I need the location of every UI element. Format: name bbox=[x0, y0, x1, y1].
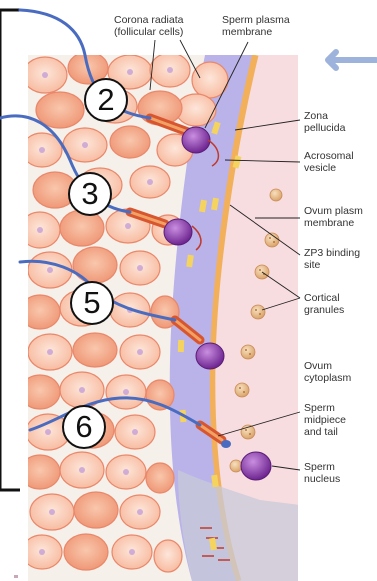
left-frame bbox=[0, 10, 20, 490]
step-marker-6: 6 bbox=[62, 405, 106, 449]
page-corner-mark bbox=[14, 575, 18, 578]
incoming-arrow bbox=[328, 52, 376, 68]
label-ovum-plasma-membrane: Ovum plasm membrane bbox=[304, 205, 363, 229]
label-cortical-granules: Cortical granules bbox=[304, 292, 344, 316]
label-zp3-binding-site: ZP3 binding site bbox=[304, 247, 360, 271]
step-marker-3: 3 bbox=[68, 172, 112, 216]
step-marker-5: 5 bbox=[70, 281, 114, 325]
step-marker-2: 2 bbox=[84, 78, 128, 122]
label-ovum-cytoplasm: Ovum cytoplasm bbox=[304, 360, 351, 384]
label-sperm-nucleus: Sperm nucleus bbox=[304, 461, 340, 485]
label-zona-pellucida: Zona pellucida bbox=[304, 110, 345, 134]
label-sperm-plasma-membrane: Sperm plasma membrane bbox=[222, 14, 290, 38]
label-sperm-midpiece-tail: Sperm midpiece and tail bbox=[304, 402, 346, 438]
label-corona-radiata: Corona radiata (follicular cells) bbox=[114, 14, 183, 38]
label-acrosomal-vesicle: Acrosomal vesicle bbox=[304, 150, 354, 174]
